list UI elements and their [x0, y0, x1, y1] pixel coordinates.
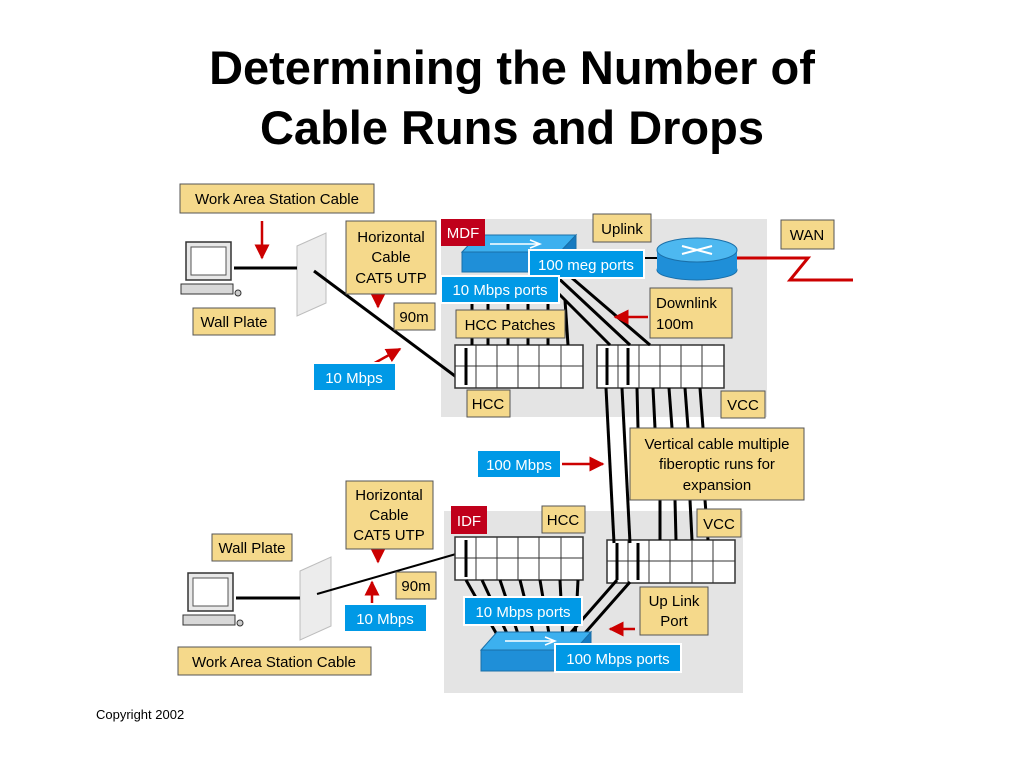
label-10mbps-bottom-text: 10 Mbps	[356, 611, 414, 628]
label-10mbps-top: 10 Mbps	[312, 362, 397, 392]
vertical-cable-line-2: fiberoptic runs for	[659, 456, 775, 473]
horizontal-cable-bottom-line-2: Cable	[369, 507, 408, 524]
label-vcc-top-text: VCC	[727, 397, 759, 414]
label-hcc-bottom-text: HCC	[547, 512, 580, 529]
horizontal-cable-bottom-line-3: CAT5 UTP	[353, 527, 424, 544]
label-10mbps-ports-bottom: 10 Mbps ports	[463, 596, 583, 626]
label-10mbps-ports-bottom-text: 10 Mbps ports	[475, 604, 570, 621]
label-90m-top-text: 90m	[399, 309, 428, 326]
label-uplink-port: Up Link Port	[639, 586, 709, 636]
tag-idf: IDF	[451, 506, 487, 534]
tag-mdf: MDF	[441, 219, 485, 246]
hcc-patch-panel-bottom	[454, 536, 584, 581]
wan-link	[737, 256, 853, 282]
label-wall-plate-bottom: Wall Plate	[211, 533, 293, 562]
label-hcc-bottom: HCC	[541, 505, 586, 534]
tag-idf-text: IDF	[457, 513, 481, 530]
label-vcc-top: VCC	[720, 390, 766, 419]
label-100mbps-text: 100 Mbps	[486, 457, 552, 474]
label-100mbps-ports-bottom: 100 Mbps ports	[554, 643, 682, 673]
label-100mbps-ports-bottom-text: 100 Mbps ports	[566, 651, 669, 668]
tag-mdf-text: MDF	[447, 225, 480, 242]
label-wall-plate-top-text: Wall Plate	[201, 314, 268, 331]
vertical-cable-line-1: Vertical cable multiple	[644, 436, 789, 453]
horizontal-cable-top-line-1: Horizontal	[357, 229, 425, 246]
horizontal-cable-top-line-2: Cable	[371, 249, 410, 266]
downlink-line-1: Downlink	[656, 295, 717, 312]
downlink-line-2: 100m	[656, 316, 694, 333]
uplink-port-line-1: Up Link	[649, 593, 700, 610]
workstation-bottom-icon	[182, 572, 244, 627]
label-horizontal-cable-bottom: Horizontal Cable CAT5 UTP	[345, 480, 434, 550]
label-10mbps-ports-top-text: 10 Mbps ports	[452, 282, 547, 299]
slide-title: Determining the Number of Cable Runs and…	[0, 38, 1024, 158]
hcc-patch-panel-top	[454, 344, 584, 389]
uplink-port-line-2: Port	[660, 613, 688, 630]
label-hcc-patches: HCC Patches	[455, 309, 566, 339]
label-100meg-ports-text: 100 meg ports	[538, 257, 634, 274]
label-10mbps-top-text: 10 Mbps	[325, 370, 383, 387]
label-10mbps-bottom: 10 Mbps	[343, 603, 428, 633]
label-downlink: Downlink 100m	[649, 287, 733, 339]
label-wan-text: WAN	[790, 227, 824, 244]
label-vertical-cable: Vertical cable multiple fiberoptic runs …	[629, 427, 805, 501]
label-100mbps: 100 Mbps	[476, 449, 562, 479]
title-line-1: Determining the Number of	[209, 41, 815, 94]
label-work-area-top-text: Work Area Station Cable	[195, 191, 359, 208]
workstation-top-icon	[180, 241, 242, 297]
label-10mbps-ports-top: 10 Mbps ports	[440, 275, 560, 304]
vcc-patch-panel-bottom	[606, 539, 736, 584]
label-90m-bottom-text: 90m	[401, 578, 430, 595]
label-vcc-bottom: VCC	[696, 508, 742, 538]
vcc-patch-panel-top	[596, 344, 725, 389]
callout-arrows	[254, 221, 648, 637]
wall-plate-bottom	[299, 556, 332, 641]
label-vcc-bottom-text: VCC	[703, 516, 735, 533]
label-wall-plate-top: Wall Plate	[192, 307, 276, 336]
idf-switch-icon	[479, 630, 593, 673]
label-uplink: Uplink	[592, 213, 652, 243]
horizontal-cable-top-line-3: CAT5 UTP	[355, 270, 426, 287]
vertical-cable-line-3: expansion	[683, 477, 751, 494]
label-work-area-bottom: Work Area Station Cable	[177, 646, 372, 676]
label-90m-top: 90m	[393, 302, 436, 331]
label-work-area-bottom-text: Work Area Station Cable	[192, 654, 356, 671]
router-icon	[656, 237, 738, 281]
wall-plate-top	[296, 232, 327, 317]
label-90m-bottom: 90m	[395, 571, 437, 600]
label-hcc-patches-text: HCC Patches	[465, 317, 556, 334]
label-100meg-ports: 100 meg ports	[528, 249, 645, 279]
label-wall-plate-bottom-text: Wall Plate	[219, 540, 286, 557]
label-wan: WAN	[780, 219, 835, 250]
label-uplink-text: Uplink	[601, 221, 643, 238]
label-work-area-top: Work Area Station Cable	[179, 183, 375, 214]
label-hcc-top: HCC	[466, 389, 511, 418]
label-hcc-top-text: HCC	[472, 396, 505, 413]
copyright-text: Copyright 2002	[96, 707, 185, 722]
label-horizontal-cable-top: Horizontal Cable CAT5 UTP	[345, 220, 437, 295]
title-line-2: Cable Runs and Drops	[259, 101, 764, 154]
horizontal-cable-bottom-line-1: Horizontal	[355, 487, 423, 504]
